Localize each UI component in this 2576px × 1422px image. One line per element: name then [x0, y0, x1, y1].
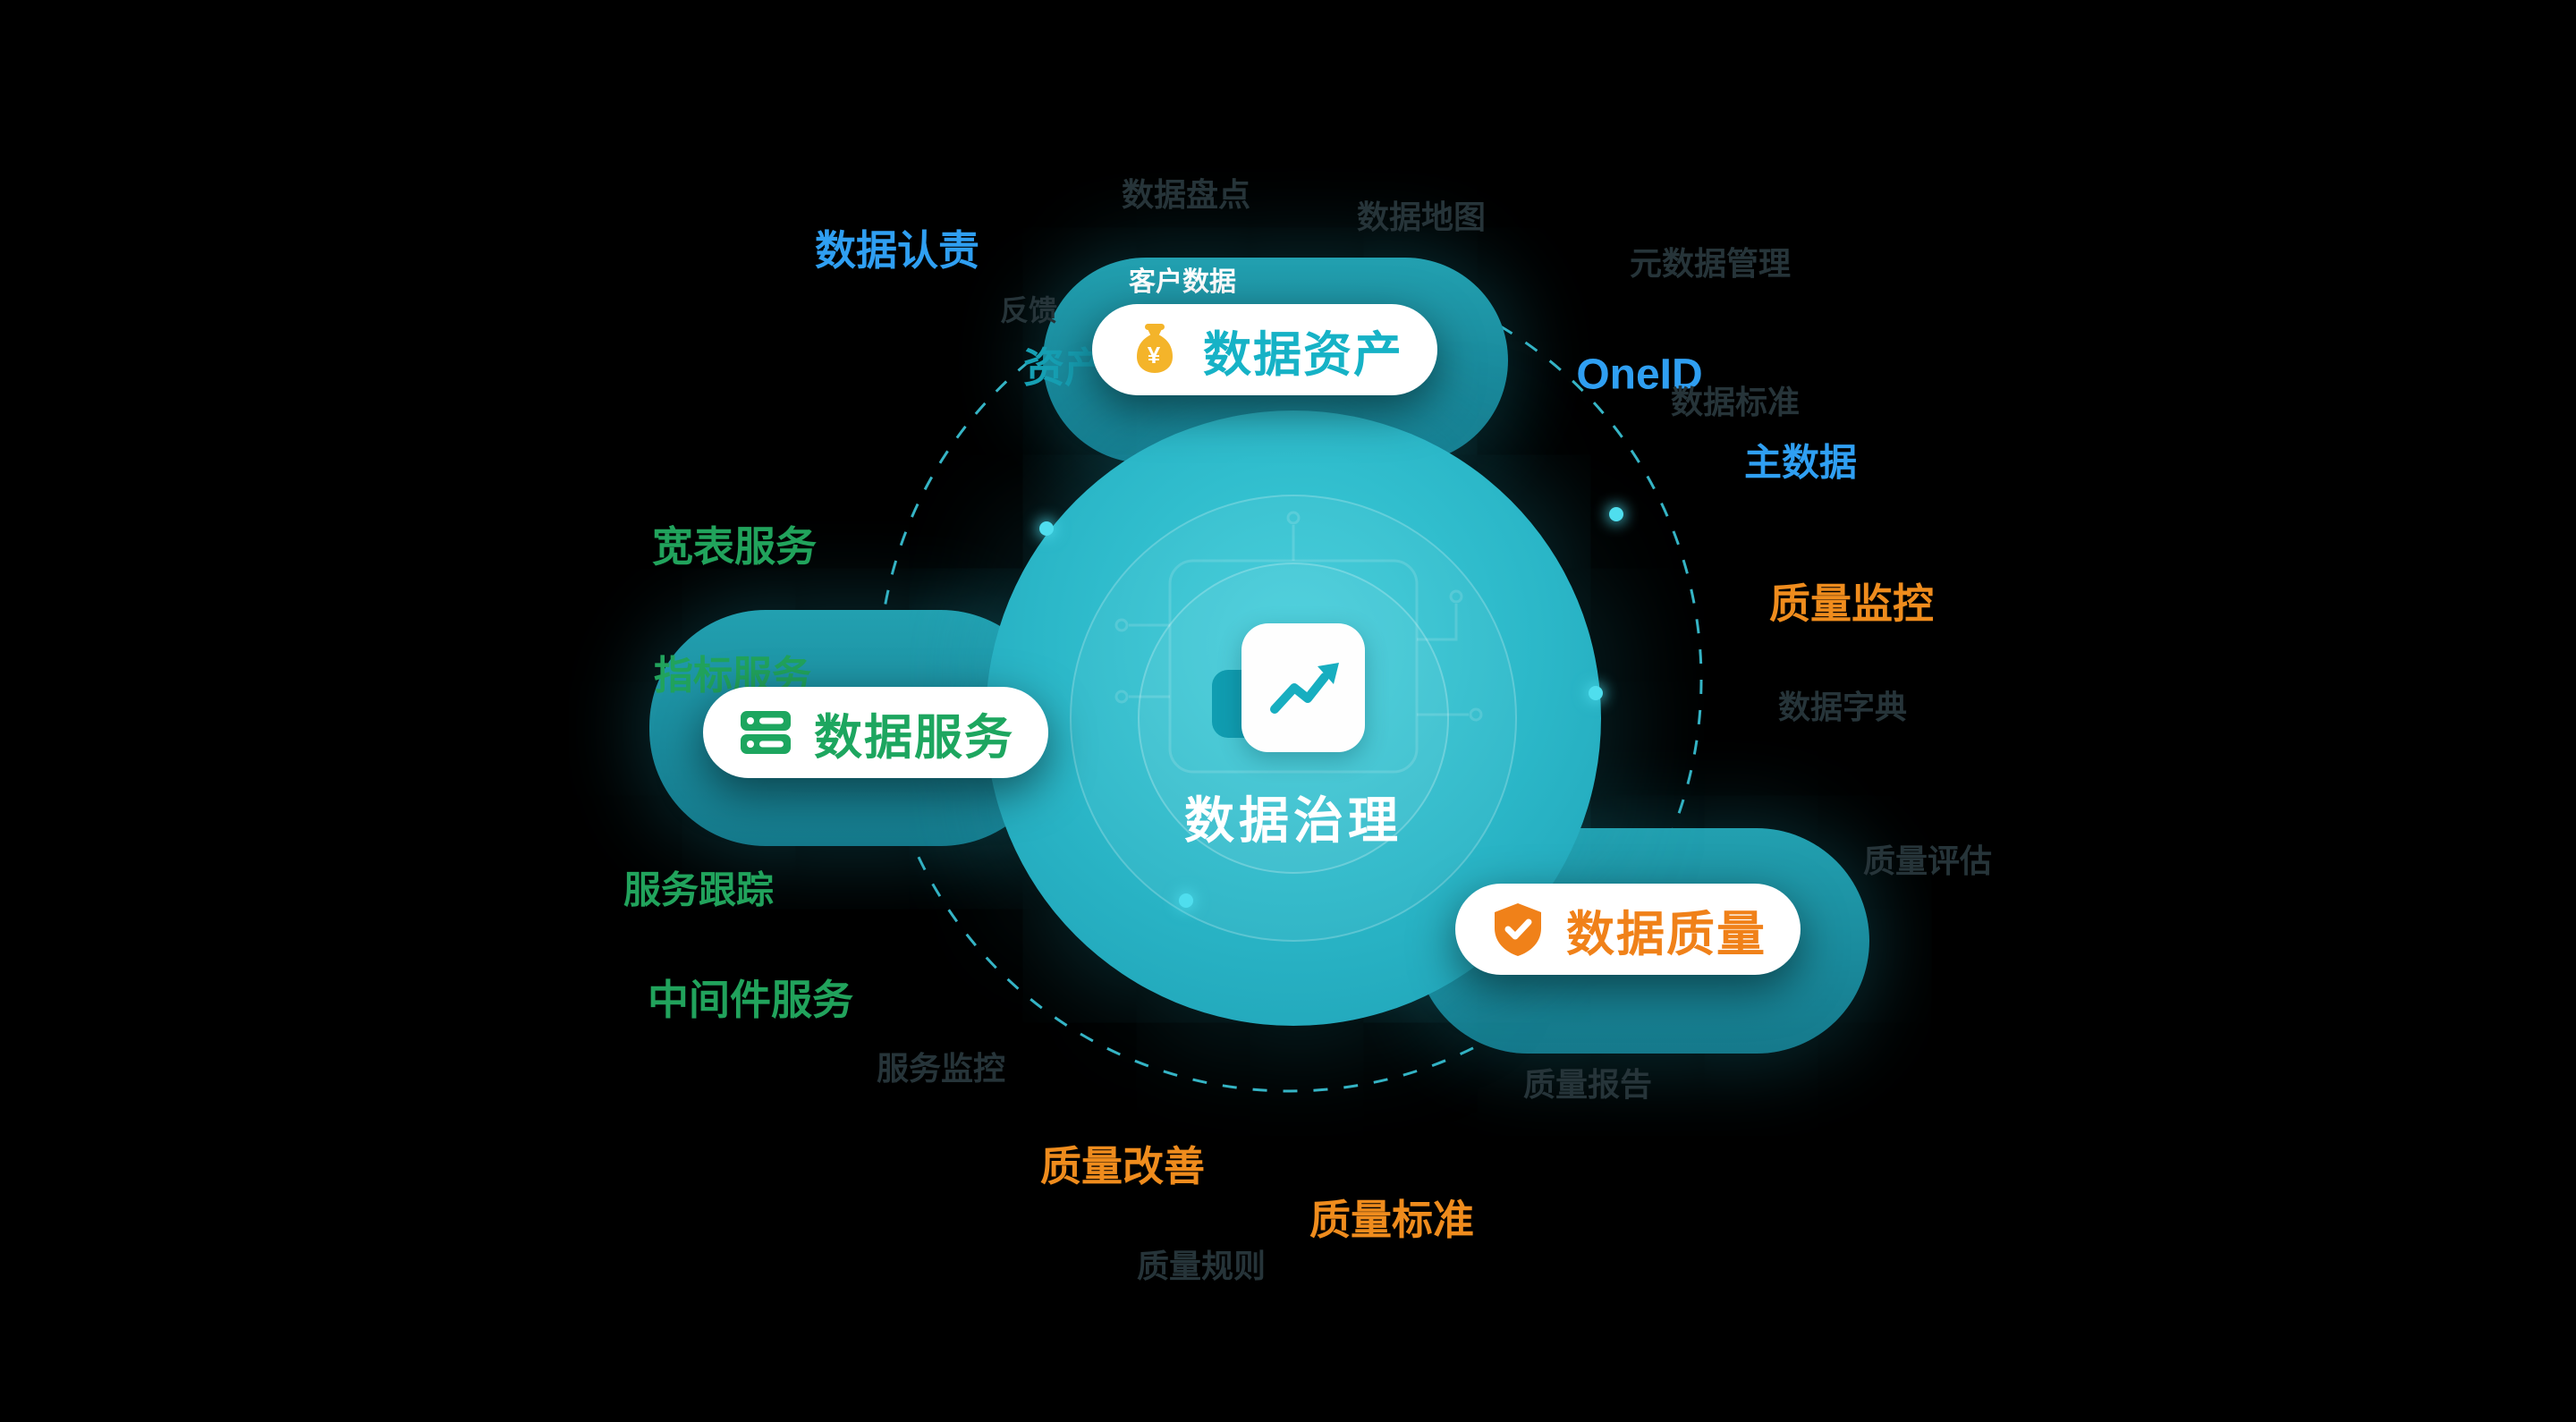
faint-label: 服务监控 [876, 1050, 1006, 1087]
pill-label-data-services: 数据服务 [814, 710, 1014, 765]
faint-label: 反馈 [999, 294, 1058, 326]
faint-label: 数据标准 [1670, 384, 1801, 420]
database-server-icon [737, 704, 794, 761]
orbit-dot [1039, 521, 1054, 536]
faint-label: 质量报告 [1522, 1066, 1653, 1103]
faint-label: 数据盘点 [1121, 176, 1251, 213]
shield-check-icon [1489, 901, 1546, 958]
circuit-decoration [1114, 511, 1483, 774]
pill-data-quality: 数据质量 [1455, 884, 1801, 975]
money-bag-icon: ¥ [1126, 321, 1183, 378]
pill-label-data-assets: 数据资产 [1203, 327, 1403, 382]
label-quality-improvement: 质量改善 [1040, 1143, 1205, 1189]
center-title: 数据治理 [1184, 792, 1402, 849]
pill-data-services: 数据服务 [703, 687, 1048, 778]
orbit-dot [1589, 686, 1603, 700]
orbit-dot [1179, 893, 1193, 908]
faint-label: 元数据管理 [1629, 245, 1792, 282]
faint-label: 数据地图 [1356, 199, 1487, 235]
orbit-dot [1609, 507, 1623, 521]
pill-data-assets: ¥ 数据资产 [1092, 304, 1437, 395]
line-chart-icon [1241, 623, 1365, 752]
label-data-responsibility: 数据认责 [815, 227, 979, 274]
pill-label-data-quality: 数据质量 [1566, 907, 1767, 961]
label-quality-standard: 质量标准 [1309, 1197, 1474, 1243]
label-master-data: 主数据 [1743, 441, 1858, 484]
faint-label: 数据字典 [1777, 689, 1908, 725]
label-asset-partial: 资产 [1023, 344, 1106, 391]
line-chart-glyph [1270, 663, 1339, 714]
faint-label: 质量规则 [1136, 1248, 1267, 1284]
faint-label: 质量评估 [1862, 842, 1993, 879]
label-wide-table-service: 宽表服务 [652, 523, 817, 570]
svg-text:¥: ¥ [1148, 342, 1162, 368]
label-customer-data: 客户数据 [1129, 267, 1236, 297]
label-service-tracking: 服务跟踪 [623, 868, 775, 911]
label-middleware-service: 中间件服务 [648, 977, 853, 1023]
label-quality-monitoring: 质量监控 [1769, 580, 1934, 627]
label-oneid: OneID [1576, 351, 1703, 399]
